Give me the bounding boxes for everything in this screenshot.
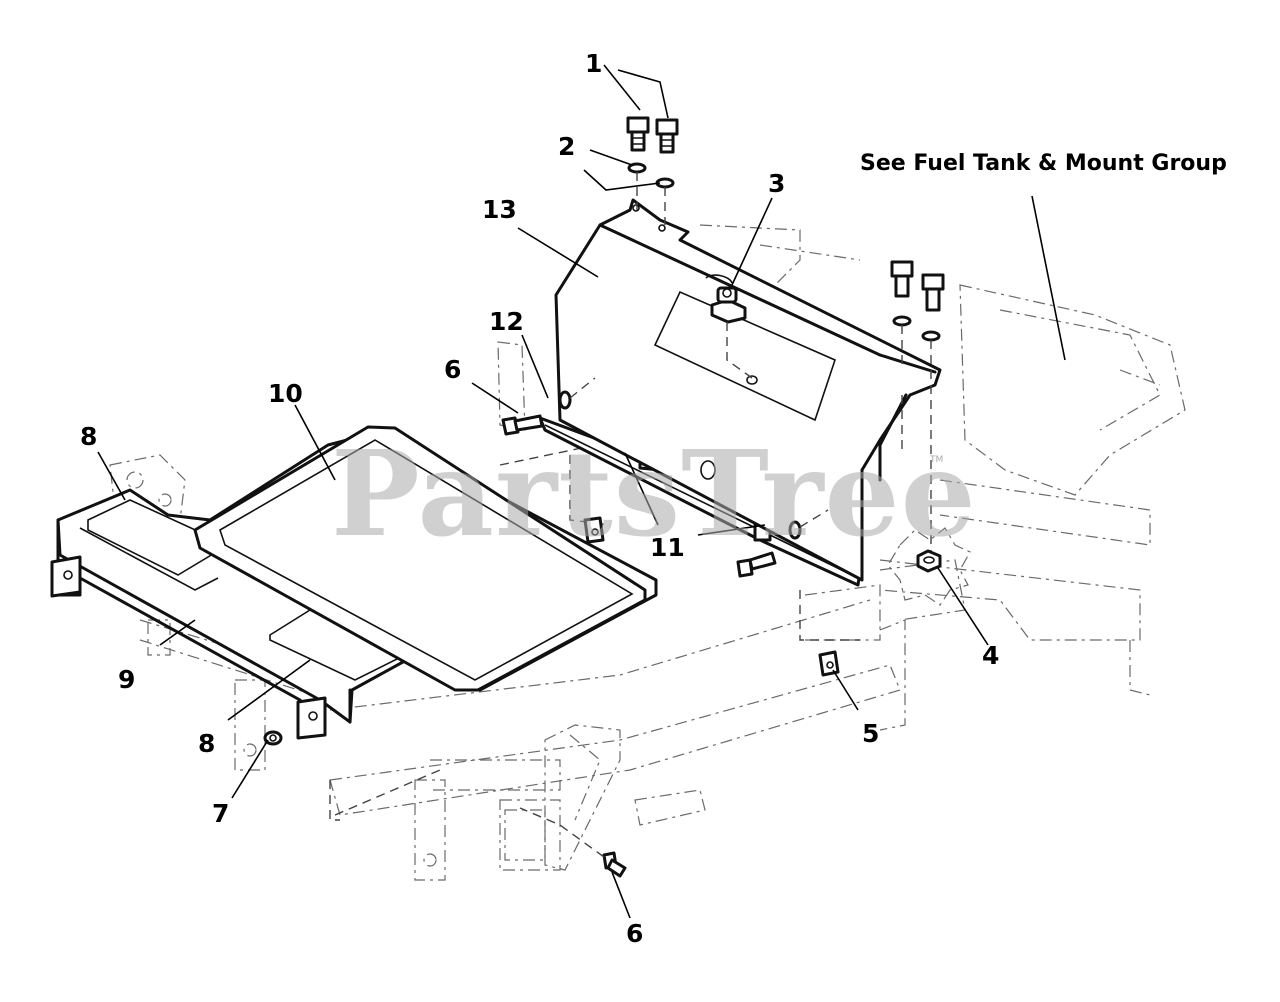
callout-8-bottom: 8 bbox=[198, 729, 215, 758]
callout-labels: 1 2 3 4 5 6 6 7 8 8 9 10 11 12 13 See Fu… bbox=[80, 49, 1227, 948]
callout-6-bottom: 6 bbox=[626, 919, 643, 948]
callout-11: 11 bbox=[650, 533, 685, 562]
bolt-1a bbox=[626, 116, 650, 152]
callout-4: 4 bbox=[982, 641, 999, 670]
callout-5: 5 bbox=[862, 719, 879, 748]
flange-nut bbox=[916, 549, 942, 573]
callout-3: 3 bbox=[768, 169, 785, 198]
seat-pad bbox=[193, 425, 647, 692]
callout-2: 2 bbox=[558, 132, 575, 161]
fuel-tank-group-reference[interactable]: See Fuel Tank & Mount Group bbox=[860, 151, 1227, 176]
side-bolts bbox=[501, 377, 829, 878]
mount-plate bbox=[554, 198, 942, 582]
callout-9: 9 bbox=[118, 665, 135, 694]
adjustment-knob bbox=[710, 286, 753, 379]
spring-clips bbox=[263, 516, 840, 746]
callout-7: 7 bbox=[212, 799, 229, 828]
watermark-text: PartsTree bbox=[331, 424, 977, 563]
callout-10: 10 bbox=[268, 379, 303, 408]
callout-13: 13 bbox=[482, 195, 517, 224]
callout-12: 12 bbox=[489, 307, 524, 336]
leader-lines bbox=[97, 64, 1066, 919]
callout-8-top: 8 bbox=[80, 422, 97, 451]
callout-1: 1 bbox=[585, 49, 602, 78]
callout-6-top: 6 bbox=[444, 355, 461, 384]
watermark-trademark: TM bbox=[929, 455, 943, 465]
bolts-and-washers-right bbox=[890, 260, 945, 560]
watermark: PartsTree TM bbox=[331, 424, 977, 563]
bolt-1b bbox=[655, 118, 679, 154]
bolts-and-washers-top bbox=[626, 116, 679, 225]
